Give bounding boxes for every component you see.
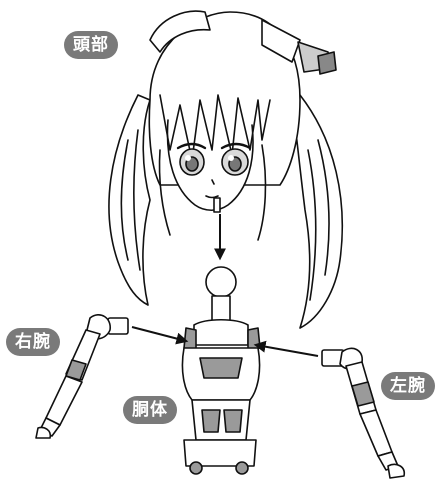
head-label: 頭部 — [64, 31, 118, 59]
assembly-arrows — [131, 214, 319, 357]
head-illustration — [108, 10, 344, 329]
left-arm-label: 左腕 — [381, 372, 435, 400]
right-arm-label: 右腕 — [6, 328, 60, 356]
left-arm-illustration — [321, 347, 406, 479]
arrow-left-arm-to-torso — [253, 340, 319, 357]
torso-label: 胴体 — [123, 396, 177, 424]
arrow-right-arm-to-torso — [131, 326, 189, 345]
right-arm-illustration — [35, 314, 129, 439]
torso-illustration — [181, 266, 261, 475]
